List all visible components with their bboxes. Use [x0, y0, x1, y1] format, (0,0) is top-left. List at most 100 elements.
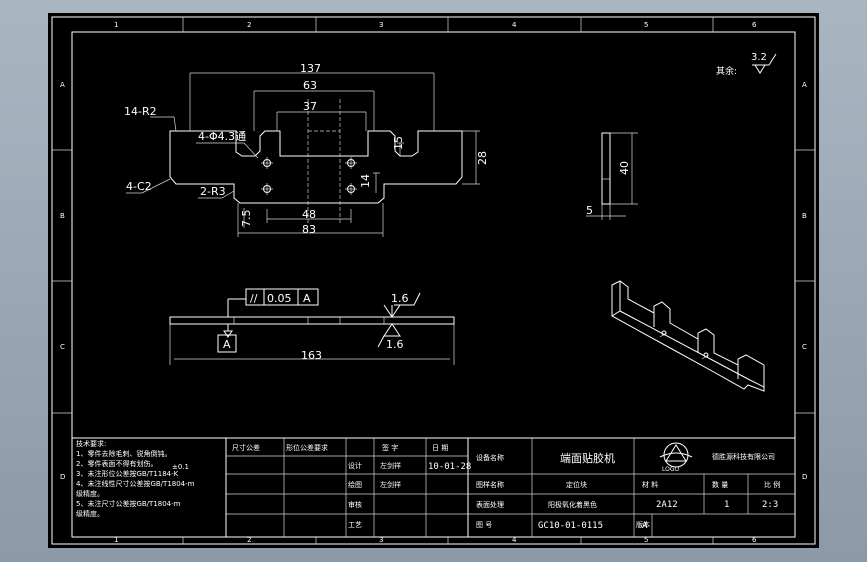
general-roughness: 其余: 3.2	[716, 52, 777, 77]
title-block: 技术要求: 1、零件去除毛刺、锐角倒钝。 2、零件表面不得有划伤。 3、未注形位…	[71, 437, 796, 538]
roughness-bottom-symbol	[377, 323, 401, 348]
dim-slot-width: 37	[303, 100, 317, 113]
material-value: 2A12	[656, 500, 678, 510]
dim-middle-width: 63	[303, 79, 317, 92]
zone-label-side: B	[802, 212, 807, 220]
dim-side-thickness: 5	[586, 204, 593, 217]
zone-label-top: 3	[379, 21, 383, 29]
dim-slot-depth: 15	[392, 136, 405, 150]
zone-label-side: C	[60, 343, 65, 351]
isometric-view	[611, 280, 765, 392]
dim-side-height: 40	[618, 161, 631, 175]
roughness-symbol	[752, 53, 777, 74]
dim-bottom-width: 83	[302, 223, 316, 236]
datum-box	[217, 334, 237, 353]
dim-step: 14	[359, 174, 372, 188]
notes-title: 技术要求:	[76, 439, 106, 448]
zone-label-side: A	[60, 81, 65, 89]
tolerance-note: ±0.1	[172, 463, 189, 471]
part-name-label: 图样名称	[476, 480, 504, 489]
zone-label-side: B	[60, 212, 65, 220]
zone-label-bottom: 2	[247, 536, 251, 544]
datum-label: A	[223, 338, 231, 351]
label-corner-radius: 14-R2	[124, 105, 157, 118]
roughness-top-symbol	[383, 292, 421, 318]
roughness-top-value: 1.6	[391, 292, 409, 305]
zone-label-side: A	[802, 81, 807, 89]
zone-label-side: D	[60, 473, 65, 481]
material-label: 材 料	[642, 480, 658, 489]
note-line: 4、未注线性尺寸公差按GB/T1804-m	[76, 479, 195, 488]
front-dimension-lines	[126, 72, 480, 237]
company-logo: LOGO	[659, 442, 693, 473]
dim-length: 163	[301, 349, 322, 362]
designer-name: 左剑祥	[380, 461, 401, 470]
scale-value: 2:3	[762, 500, 778, 510]
zone-label-top: 6	[752, 21, 757, 29]
logo-text: LOGO	[662, 466, 680, 473]
design-date: 10-01-28	[428, 462, 471, 472]
device-name: 端面贴胶机	[560, 451, 615, 465]
roughness-value: 3.2	[751, 52, 767, 63]
qty-label: 数 量	[712, 480, 728, 489]
version-label: 版本	[636, 520, 650, 529]
dim-overall-width: 137	[300, 62, 321, 75]
drawing-no: GC10-01-0115	[538, 521, 603, 531]
zone-label-side: D	[802, 473, 807, 481]
label-chamfer: 4-C2	[126, 180, 152, 193]
note-line: 级精度。	[76, 489, 104, 498]
surface-label: 表面处理	[476, 500, 504, 509]
side-view: 40 5	[586, 132, 638, 220]
roughness-label: 其余:	[716, 65, 737, 77]
dim-hole-spacing: 48	[302, 208, 316, 221]
zone-label-bottom: 5	[644, 536, 648, 544]
zone-label-bottom: 4	[512, 536, 517, 544]
zone-label-top: 5	[644, 21, 648, 29]
zone-label-side: C	[802, 343, 807, 351]
zone-label-bottom: 3	[379, 536, 383, 544]
zone-label-top: 1	[114, 21, 118, 29]
sign-label: 签 字	[382, 443, 398, 452]
note-line: 级精度。	[76, 509, 104, 518]
front-view: 137 63 37 15 28 14 7.5 48 83 14-R2 4-Φ4.…	[124, 62, 489, 237]
date-label: 日 期	[432, 444, 448, 452]
process-label: 工艺	[348, 521, 362, 529]
company-name: 德胜源科技有限公司	[712, 452, 775, 461]
zone-labels: 1 2 3 4 5 6 1 2 3 4 5 6 A B C D A B C D	[60, 21, 807, 544]
qty-value: 1	[724, 500, 729, 510]
tolerance-datum: A	[303, 292, 311, 305]
roughness-bottom-value: 1.6	[386, 338, 404, 351]
tolerance-value: 0.05	[267, 292, 292, 305]
review-label: 审核	[348, 500, 362, 509]
note-line: 3、未注形位公差按GB/T1184-K	[76, 469, 179, 478]
device-label: 设备名称	[476, 453, 504, 462]
scale-label: 比 例	[764, 480, 780, 489]
std-size-label: 尺寸公差	[232, 443, 260, 452]
drawing-label: 绘图	[348, 480, 362, 489]
std-shape-label: 形位公差要求	[286, 443, 328, 452]
tolerance-frame: // 0.05 A	[227, 288, 319, 317]
bottom-view: // 0.05 A A 163 1.6 1.6	[169, 288, 455, 365]
zone-label-bottom: 1	[114, 536, 118, 544]
label-fillet: 2-R3	[200, 185, 226, 198]
design-label: 设计	[348, 461, 362, 470]
mounting-holes	[261, 157, 357, 195]
note-line: 1、零件去除毛刺、锐角倒钝。	[76, 449, 171, 458]
drawing-canvas: 1 2 3 4 5 6 1 2 3 4 5 6 A B C D A B C D	[51, 16, 816, 545]
surface-value: 阳极氧化着黑色	[548, 500, 597, 509]
drawing-no-label: 图 号	[476, 521, 492, 529]
zone-label-bottom: 6	[752, 536, 757, 544]
tolerance-symbol: //	[250, 292, 258, 305]
dim-edge: 7.5	[240, 210, 253, 228]
zone-label-top: 4	[512, 21, 517, 29]
dim-height: 28	[476, 151, 489, 165]
note-line: 2、零件表面不得有划伤。	[76, 459, 157, 468]
zone-label-top: 2	[247, 21, 251, 29]
note-line: 5、未注尺寸公差按GB/T1804-m	[76, 499, 181, 508]
label-holes: 4-Φ4.3通	[198, 130, 246, 143]
drawer-name: 左剑祥	[380, 480, 401, 489]
part-name: 定位块	[566, 480, 587, 489]
drawing-sheet: 1 2 3 4 5 6 1 2 3 4 5 6 A B C D A B C D	[48, 13, 819, 548]
version-value: A	[642, 521, 648, 531]
